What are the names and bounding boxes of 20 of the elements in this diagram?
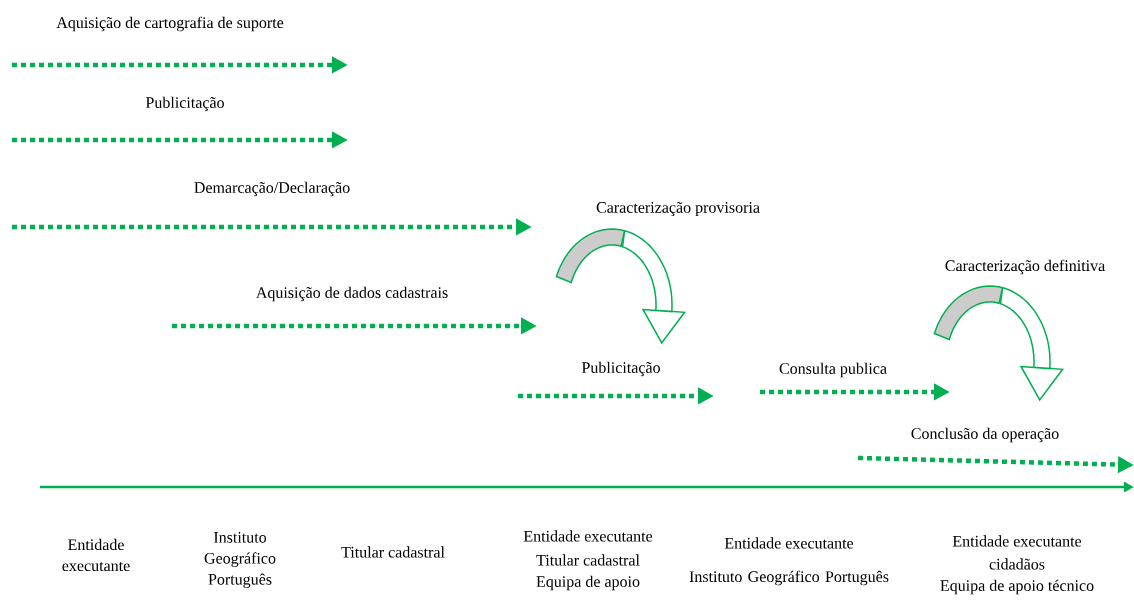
actor-label: Entidade executante [523, 530, 653, 542]
task-label: Demarcação/Declaração [194, 181, 350, 197]
actor-label: Titular cadastral [341, 546, 445, 558]
task-label: Consulta publica [779, 362, 887, 378]
actor-label: Instituto Geográfico Português [204, 531, 276, 588]
task-label: Caracterização provisoria [596, 201, 760, 217]
actor-label: Instituto Geográfico Português [689, 570, 889, 586]
actor-label: cidadãos [989, 558, 1045, 570]
task-label: Conclusão da operação [911, 427, 1059, 443]
task-label: Publicitação [581, 361, 660, 377]
actor-label: Equipa de apoio técnico [940, 579, 1094, 595]
actor-label: Entidade executante [724, 537, 854, 549]
actor-label: Equipa de apoio [536, 575, 640, 591]
task-label: Publicitação [145, 96, 224, 112]
task-label: Aquisição de cartografia de suporte [56, 16, 284, 32]
actor-label: Entidade executante [62, 538, 130, 572]
actor-label: Entidade executante [952, 535, 1082, 547]
actor-label: Titular cadastral [536, 554, 640, 566]
task-label: Aquisição de dados cadastrais [256, 286, 448, 302]
task-label: Caracterização definitiva [945, 259, 1105, 275]
